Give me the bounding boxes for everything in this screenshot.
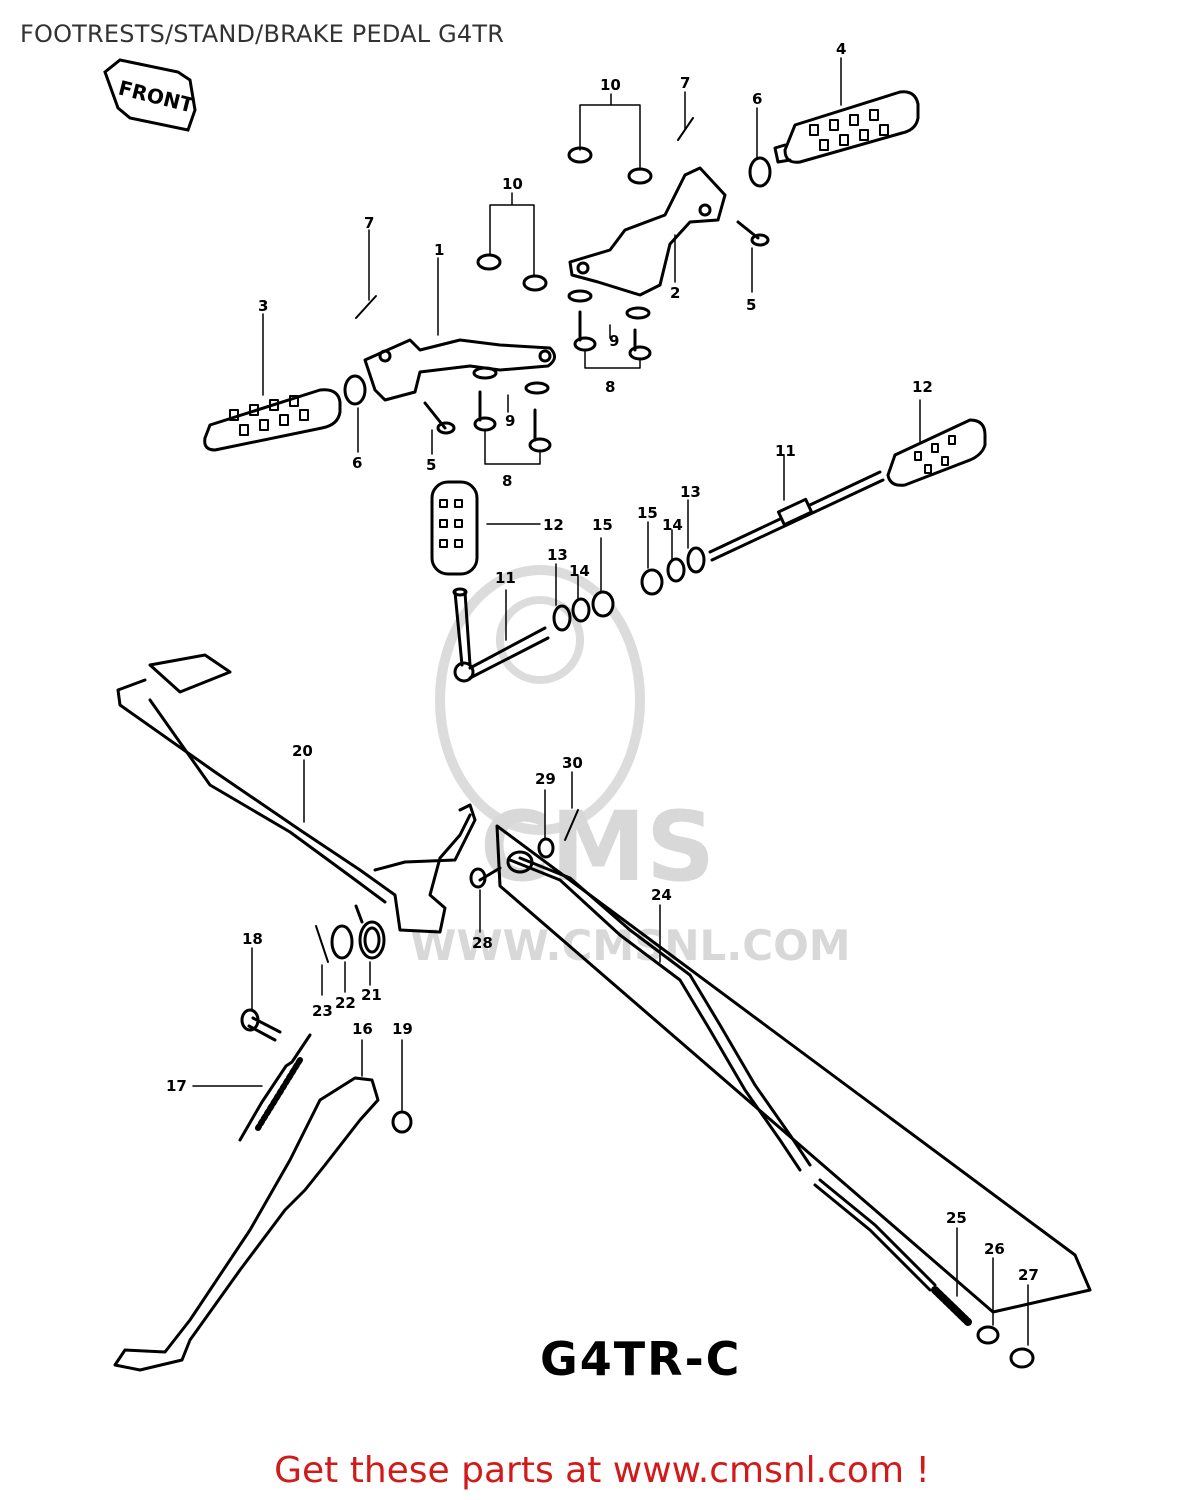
callout-4: 4 — [836, 40, 846, 58]
right-footpeg-rubber — [886, 418, 987, 487]
callout-8: 8 — [605, 378, 615, 396]
callout-30: 30 — [562, 754, 583, 772]
callout-14: 14 — [662, 516, 683, 534]
callout-28: 28 — [472, 934, 493, 952]
callout-12: 12 — [912, 378, 933, 396]
brake-rod-spring — [931, 1286, 972, 1326]
callout-5: 5 — [426, 456, 436, 474]
left-lock-washer-b — [524, 381, 550, 395]
brake-pedal — [116, 653, 477, 934]
right-washer — [748, 156, 772, 188]
callout-10: 10 — [502, 175, 523, 193]
pedal-washer — [330, 924, 354, 960]
model-label: G4TR-C — [540, 1332, 742, 1386]
callout-18: 18 — [242, 930, 263, 948]
callout-1: 1 — [434, 241, 444, 259]
callout-9: 9 — [505, 412, 515, 430]
page-title: FOOTRESTS/STAND/BRAKE PEDAL G4TR — [20, 20, 505, 48]
brake-adjusting-nut — [1009, 1347, 1035, 1369]
callout-13: 13 — [680, 483, 701, 501]
left-footrest-rubber — [203, 388, 342, 452]
cms-watermark: CMS WWW.CMSNL.COM — [410, 565, 851, 970]
callout-15: 15 — [592, 516, 613, 534]
callout-21: 21 — [361, 986, 382, 1004]
right-footrest-bracket — [568, 166, 727, 297]
right-nuts — [567, 146, 653, 185]
left-washer-14 — [571, 597, 591, 623]
side-stand — [113, 1076, 380, 1372]
callout-14: 14 — [569, 562, 590, 580]
callout-5: 5 — [746, 296, 756, 314]
callout-20: 20 — [292, 742, 313, 760]
callout-13: 13 — [547, 546, 568, 564]
callout-9: 9 — [609, 332, 619, 350]
callout-8: 8 — [502, 472, 512, 490]
callout-7: 7 — [680, 74, 690, 92]
left-footpeg-shaft — [452, 587, 550, 683]
callout-29: 29 — [535, 770, 556, 788]
callout-6: 6 — [352, 454, 362, 472]
callout-26: 26 — [984, 1240, 1005, 1258]
brake-rod-collar — [976, 1325, 1000, 1345]
callout-27: 27 — [1018, 1266, 1039, 1284]
callout-15: 15 — [637, 504, 658, 522]
callout-24: 24 — [651, 886, 672, 904]
pedal-cotter-pin — [315, 925, 329, 963]
callout-11: 11 — [775, 442, 796, 460]
callout-16: 16 — [352, 1020, 373, 1038]
stand-spring — [238, 1033, 312, 1142]
left-nuts — [476, 253, 548, 292]
callout-11: 11 — [495, 569, 516, 587]
right-footrest-rubber — [773, 90, 920, 164]
callout-12: 12 — [543, 516, 564, 534]
right-washer-13 — [686, 546, 706, 574]
right-nut-15 — [640, 568, 664, 596]
callout-17: 17 — [166, 1077, 187, 1095]
brake-rod-washer — [537, 837, 555, 859]
left-footpeg-rubber — [430, 480, 479, 576]
callout-2: 2 — [670, 284, 680, 302]
callout-10: 10 — [600, 76, 621, 94]
callout-25: 25 — [946, 1209, 967, 1227]
left-lock-washer-a — [472, 366, 498, 380]
callout-22: 22 — [335, 994, 356, 1012]
left-cotter-pin — [355, 295, 377, 319]
brake-rod-pin — [469, 866, 502, 889]
brake-rod-assembly — [495, 824, 1092, 1314]
right-washer-14 — [666, 557, 686, 583]
callout-19: 19 — [392, 1020, 413, 1038]
left-footrest-bracket — [363, 338, 556, 402]
front-direction-arrow: FRONT — [103, 58, 197, 132]
stand-nut — [391, 1110, 413, 1134]
left-washer — [343, 374, 367, 406]
stand-pivot-bolt — [240, 1008, 282, 1042]
callout-23: 23 — [312, 1002, 333, 1020]
callout-7: 7 — [364, 214, 374, 232]
watermark-brand: CMS — [480, 791, 715, 903]
brake-return-spring — [354, 904, 386, 960]
left-washer-13 — [552, 604, 572, 632]
right-footpeg-shaft — [708, 470, 885, 562]
brake-rod-cotter-pin — [564, 809, 579, 841]
right-lock-washer-a — [567, 289, 593, 303]
parts-link-banner[interactable]: Get these parts at www.cmsnl.com ! — [274, 1450, 930, 1491]
left-nut-15 — [591, 590, 615, 618]
leader-lines — [192, 57, 1029, 1346]
callout-3: 3 — [258, 297, 268, 315]
right-lock-washer-b — [625, 306, 651, 320]
callout-6: 6 — [752, 90, 762, 108]
callout-labels: 10 10 7 7 1 3 4 6 5 2 6 5 9 8 9 8 12 11 … — [166, 40, 1039, 1284]
